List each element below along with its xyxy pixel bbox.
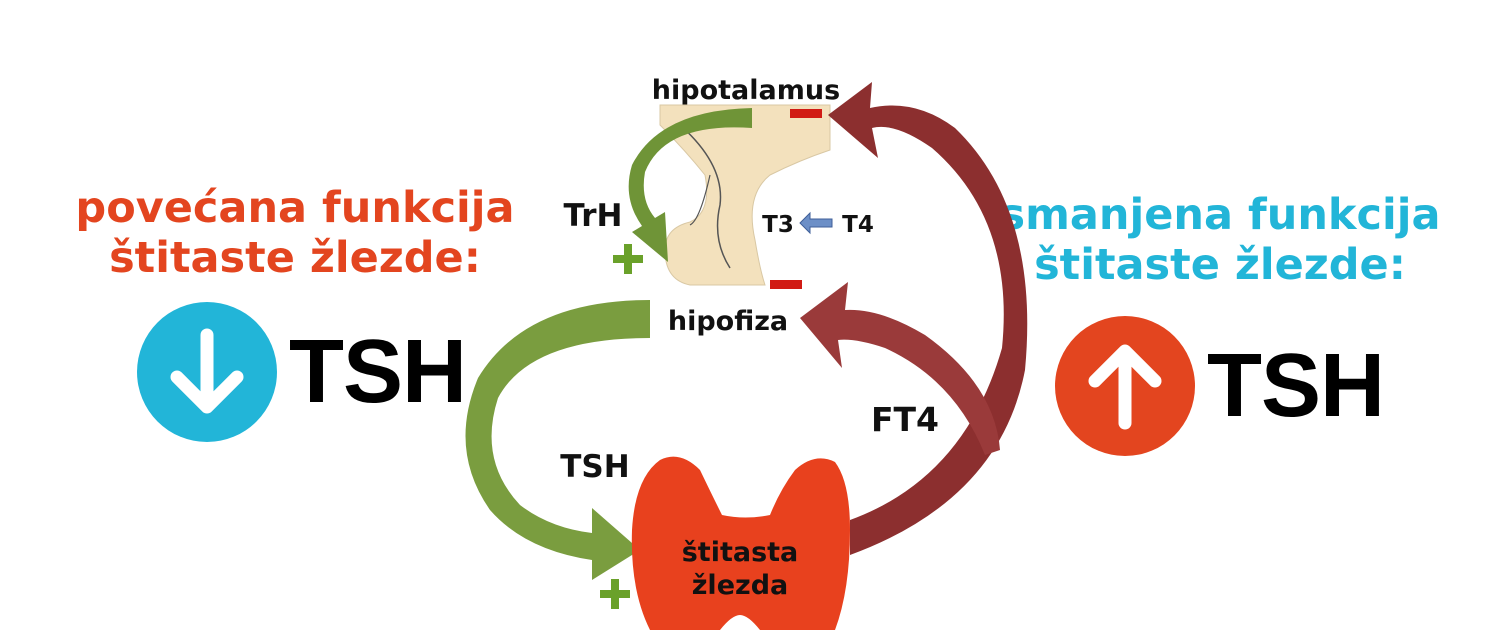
thyroid-gland-shape — [631, 456, 850, 630]
left-panel-title: povećana funkcija štitaste žlezde: — [40, 183, 550, 283]
brain-outline-line — [689, 174, 711, 226]
left-title-line2: štitaste žlezde: — [109, 233, 481, 283]
t4-label: T4 — [842, 212, 874, 238]
right-tsh-label: TSH — [1207, 335, 1385, 436]
tsh-arrow — [465, 300, 650, 580]
plus-sign-trh — [613, 244, 643, 274]
pituitary-label: hipofiza — [668, 306, 788, 337]
arrow-down-circle-icon — [137, 302, 277, 442]
gland-label-line2: žlezda — [692, 570, 789, 601]
left-tsh-label: TSH — [289, 321, 467, 422]
gland-label-line1: štitasta — [682, 537, 799, 568]
t3-label: T3 — [762, 212, 794, 238]
minus-sign-pituitary — [770, 280, 802, 289]
ft4-arrow-to-pituitary — [800, 282, 1000, 455]
plus-sign-tsh — [600, 579, 630, 609]
right-tsh-badge: TSH — [1055, 316, 1385, 456]
right-title-line1: smanjena funkcija — [999, 190, 1441, 240]
left-title-line1: povećana funkcija — [75, 183, 515, 233]
pituitary-stalk-line — [679, 124, 731, 269]
left-tsh-badge: TSH — [137, 302, 467, 442]
hypothalamus-label: hipotalamus — [652, 75, 840, 106]
trh-label: TrH — [564, 198, 623, 234]
right-title-line2: štitaste žlezde: — [1034, 240, 1406, 290]
right-panel-title: smanjena funkcija štitaste žlezde: — [975, 190, 1465, 290]
t4-to-t3-arrow-icon — [799, 211, 833, 235]
tsh-label: TSH — [560, 449, 629, 485]
arrow-up-circle-icon — [1055, 316, 1195, 456]
trh-arrow — [628, 108, 752, 262]
minus-sign-hypothalamus — [790, 109, 822, 118]
ft4-label: FT4 — [871, 400, 939, 439]
